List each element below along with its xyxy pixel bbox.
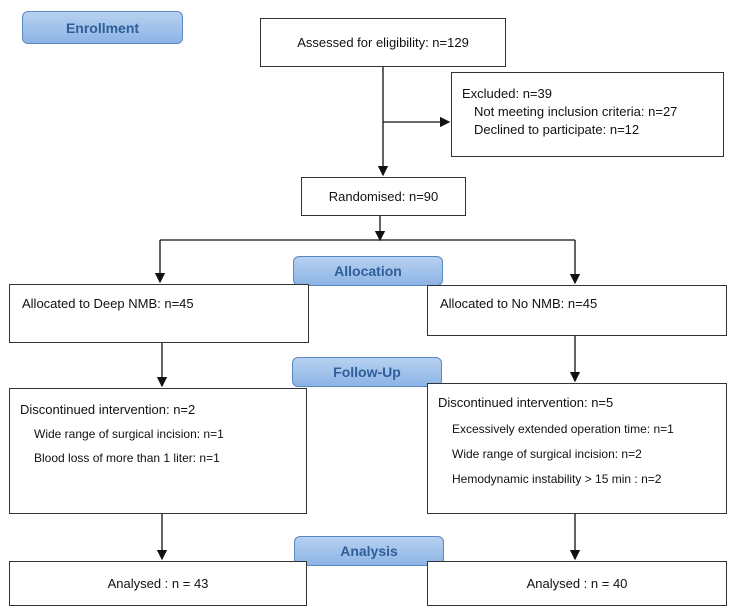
left-followup-box: Discontinued intervention: n=2 Wide rang… [9, 388, 307, 514]
right-analysed-box: Analysed : n = 40 [427, 561, 727, 606]
excluded-title: Excluded: n=39 [462, 86, 552, 101]
excluded-box: Excluded: n=39 Not meeting inclusion cri… [451, 72, 724, 157]
assessed-text: Assessed for eligibility: n=129 [297, 34, 469, 50]
stage-analysis: Analysis [294, 536, 444, 566]
stage-allocation: Allocation [293, 256, 443, 286]
left-reason: Wide range of surgical incision: n=1 [34, 427, 224, 441]
left-analysed-box: Analysed : n = 43 [9, 561, 307, 606]
right-reason: Wide range of surgical incision: n=2 [452, 447, 642, 461]
right-analysed-text: Analysed : n = 40 [526, 575, 628, 591]
randomised-box: Randomised: n=90 [301, 177, 466, 216]
stage-followup: Follow-Up [292, 357, 442, 387]
right-allocated-box: Allocated to No NMB: n=45 [427, 285, 727, 336]
right-allocated-text: Allocated to No NMB: n=45 [440, 296, 598, 311]
left-allocated-text: Allocated to Deep NMB: n=45 [22, 296, 194, 311]
left-analysed-text: Analysed : n = 43 [107, 575, 209, 591]
stage-enrollment: Enrollment [22, 11, 183, 44]
excluded-reason: Not meeting inclusion criteria: n=27 [474, 104, 678, 119]
left-allocated-box: Allocated to Deep NMB: n=45 [9, 284, 309, 343]
right-followup-box: Discontinued intervention: n=5 Excessive… [427, 383, 727, 514]
right-reason: Hemodynamic instability > 15 min : n=2 [452, 472, 662, 486]
left-discontinued-text: Discontinued intervention: n=2 [20, 402, 196, 417]
right-reason: Excessively extended operation time: n=1 [452, 422, 674, 436]
right-discontinued-text: Discontinued intervention: n=5 [438, 395, 614, 410]
randomised-text: Randomised: n=90 [328, 188, 439, 204]
left-reason: Blood loss of more than 1 liter: n=1 [34, 451, 220, 465]
assessed-box: Assessed for eligibility: n=129 [260, 18, 506, 67]
excluded-reason: Declined to participate: n=12 [474, 122, 640, 137]
